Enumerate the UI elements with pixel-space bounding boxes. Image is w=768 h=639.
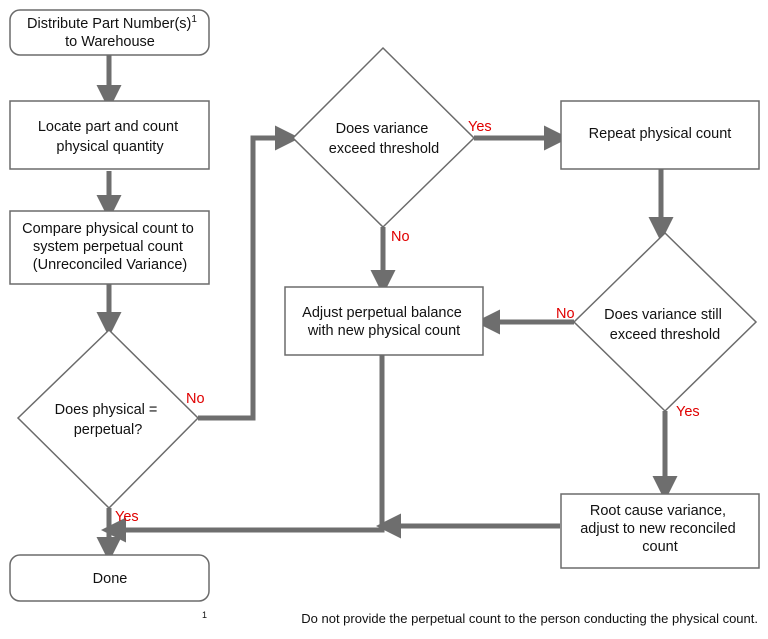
decision-variance-still-exceeds[interactable] — [572, 231, 758, 413]
process-box-adjust-perpetual[interactable] — [284, 286, 484, 356]
adjust-perpetual-line2: with new physical count — [307, 323, 460, 339]
root-cause-text: Root cause variance, adjust to new recon… — [580, 503, 740, 555]
distribute-text: Distribute Part Number(s)1 to Warehouse — [27, 10, 201, 50]
adjust-perpetual-text: Adjust perpetual balance with new physic… — [302, 305, 466, 339]
connectors — [96, 55, 678, 563]
label-physical-no: No — [186, 391, 205, 407]
root-cause-line3: count — [642, 539, 677, 555]
footnote-marker: 1 — [202, 610, 207, 620]
locate-text: Locate part and count physical quantity — [38, 119, 182, 155]
locate-line2: physical quantity — [56, 139, 164, 155]
locate-line1: Locate part and count — [38, 119, 178, 135]
process-box-locate[interactable] — [9, 100, 210, 170]
physical-eq-text: Does physical = perpetual? — [55, 402, 162, 438]
process-box-compare[interactable] — [9, 210, 210, 285]
distribute-line2: to Warehouse — [65, 34, 155, 50]
root-cause-line2: adjust to new reconciled — [580, 521, 736, 537]
variance-threshold-line2: exceed threshold — [329, 141, 439, 157]
adjust-perpetual-line1: Adjust perpetual balance — [302, 305, 462, 321]
start-box-distribute[interactable] — [9, 9, 210, 56]
end-box-done[interactable] — [9, 554, 210, 602]
label-threshold-yes: Yes — [468, 119, 492, 135]
label-physical-yes: Yes — [115, 509, 139, 525]
process-box-root-cause[interactable] — [560, 493, 760, 569]
arrow-adjust-to-done — [100, 355, 385, 543]
distribute-line1: Distribute Part Number(s) — [27, 16, 191, 32]
footnote: 1 — [202, 610, 207, 620]
variance-threshold-text: Does variance exceed threshold — [329, 121, 439, 157]
decision-variance-threshold[interactable] — [291, 46, 476, 229]
arrow-decision-no-to-threshold — [198, 125, 301, 421]
compare-line1: Compare physical count to — [22, 221, 194, 237]
label-still-yes: Yes — [676, 404, 700, 420]
footnote-text: Do not provide the perpetual count to th… — [301, 611, 758, 626]
label-still-no: No — [556, 306, 575, 322]
physical-eq-line1: Does physical = — [55, 402, 158, 418]
compare-line2: system perpetual count — [33, 239, 183, 255]
repeat-count-label: Repeat physical count — [589, 126, 732, 142]
distribute-sup: 1 — [191, 14, 197, 25]
variance-threshold-line1: Does variance — [336, 121, 429, 137]
process-box-repeat-count[interactable] — [560, 100, 760, 170]
compare-line3: (Unreconciled Variance) — [33, 257, 187, 273]
root-cause-line1: Root cause variance, — [590, 503, 726, 519]
variance-still-line1: Does variance still — [604, 307, 722, 323]
compare-text: Compare physical count to system perpetu… — [22, 221, 198, 273]
physical-eq-line2: perpetual? — [74, 422, 143, 438]
variance-still-text: Does variance still exceed threshold — [604, 307, 726, 343]
decision-physical-equals-perpetual[interactable] — [16, 328, 200, 510]
done-label: Done — [93, 571, 128, 587]
label-threshold-no: No — [391, 229, 410, 245]
variance-still-line2: exceed threshold — [610, 327, 720, 343]
